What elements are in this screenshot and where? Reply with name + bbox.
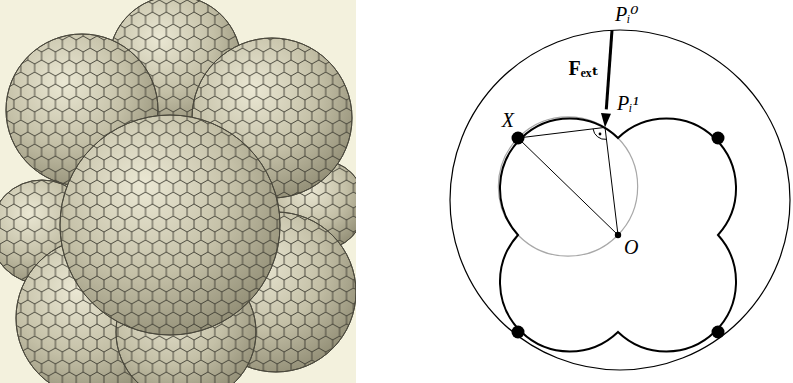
right-angle-dot <box>599 133 602 136</box>
anchor-dot <box>512 326 525 339</box>
anchor-dot <box>712 326 725 339</box>
point-label: X <box>501 110 515 131</box>
segment-line <box>518 127 605 138</box>
four-lobed-outline <box>500 119 736 352</box>
point-label: Pᵢ¹ <box>616 93 639 114</box>
segment-line <box>518 138 618 235</box>
segment-line <box>605 127 618 235</box>
force-arrow-head <box>601 113 611 127</box>
point-label: Pᵢ⁰ <box>614 4 639 25</box>
outer-circle <box>450 30 790 370</box>
force-label: Fₑₓₜ <box>567 58 600 79</box>
anchor-dot <box>512 132 525 145</box>
anchor-dot <box>712 132 725 145</box>
center-dot <box>615 232 621 238</box>
force-arrow-shaft <box>606 30 612 109</box>
cell-sphere <box>60 115 280 335</box>
point-label: O <box>623 237 639 258</box>
right-angle-mark <box>593 129 606 139</box>
cell-cluster-render <box>0 0 356 383</box>
